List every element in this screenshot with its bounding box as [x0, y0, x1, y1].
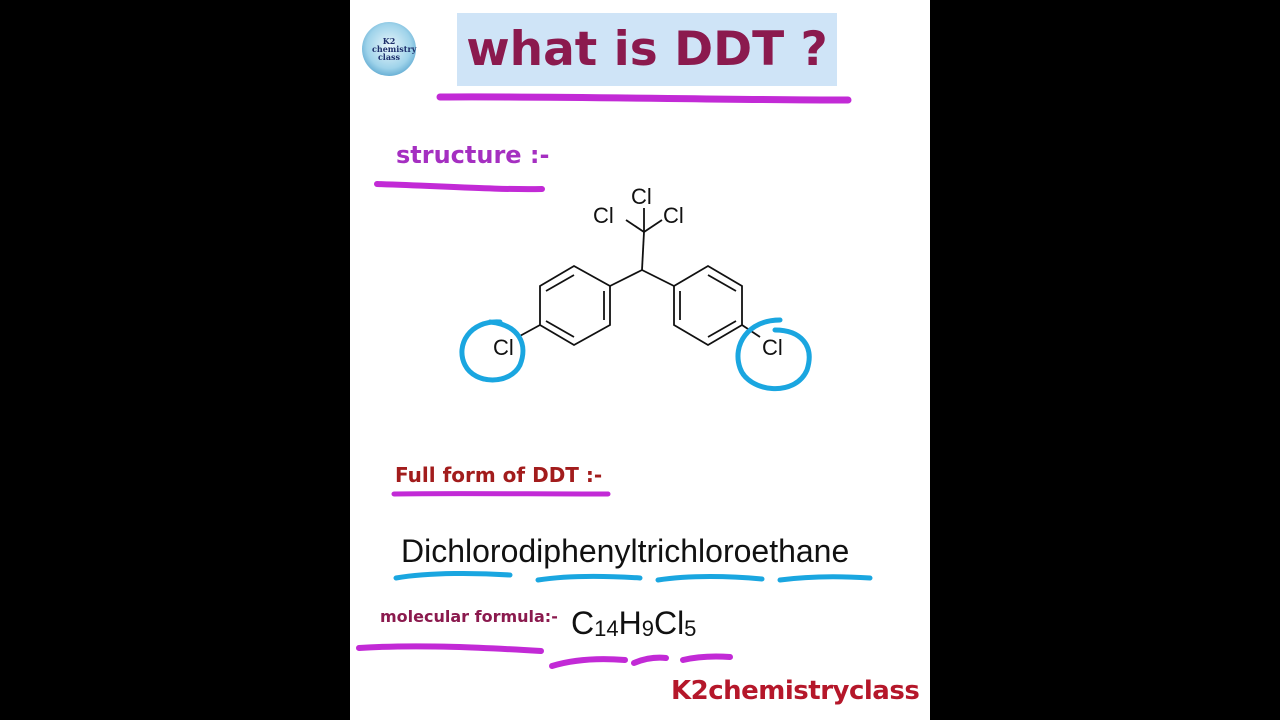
atom-cl-left: Cl	[593, 203, 614, 228]
structure-label: structure :-	[396, 141, 550, 169]
title-underline	[436, 93, 852, 104]
logo: K2 chemistry class	[362, 22, 416, 76]
atom-cl-right: Cl	[663, 203, 684, 228]
formula-c-count: 14	[594, 616, 619, 641]
atom-cl-ring-left: Cl	[493, 335, 514, 360]
fullform-highlight-3	[655, 574, 765, 583]
right-ring	[673, 264, 743, 347]
bond-ring-cl-left	[517, 324, 541, 338]
formula-highlight-3	[680, 653, 733, 663]
formula-highlight-2	[631, 654, 669, 666]
bond-ch-left	[609, 269, 643, 287]
watermark: K2chemistryclass	[671, 676, 920, 706]
formula-h-count: 9	[641, 616, 654, 641]
formula-h: H	[618, 605, 642, 641]
page-title: what is DDT ?	[466, 22, 828, 77]
left-ring	[539, 264, 611, 347]
fullform-value: Dichlorodiphenyltrichloroethane	[401, 533, 850, 569]
formula-underline	[356, 643, 544, 654]
fullform-highlight-4	[777, 574, 873, 583]
logo-text: K2 chemistry class	[372, 36, 417, 62]
decorations: Cl Cl Cl Cl Cl	[356, 93, 873, 669]
fullform-highlight-2	[535, 573, 643, 583]
fullform-label: Full form of DDT :-	[395, 463, 603, 487]
molecular-formula-label: molecular formula:-	[380, 607, 558, 626]
atom-cl-ring-right: Cl	[762, 335, 783, 360]
highlight-circle-left	[459, 319, 526, 383]
bond-c-cl-right	[643, 219, 663, 233]
bond-ch-right	[641, 269, 675, 287]
bond-c-cl-left	[625, 219, 645, 233]
ddt-structure	[517, 208, 761, 347]
formula-cl-count: 5	[684, 616, 697, 641]
fullform-highlight-1	[393, 570, 513, 581]
formula-c: C	[571, 605, 595, 641]
bond-c-c	[641, 231, 645, 271]
atom-cl-top: Cl	[631, 184, 652, 209]
formula-cl: Cl	[653, 605, 685, 641]
highlight-circle-right	[735, 317, 812, 392]
title-box: what is DDT ?	[457, 13, 837, 86]
structure-underline	[374, 181, 545, 193]
formula-highlight-1	[549, 656, 628, 669]
content-panel: K2 chemistry class what is DDT ?	[350, 0, 930, 720]
molecular-formula: C14H9Cl5	[571, 605, 696, 642]
